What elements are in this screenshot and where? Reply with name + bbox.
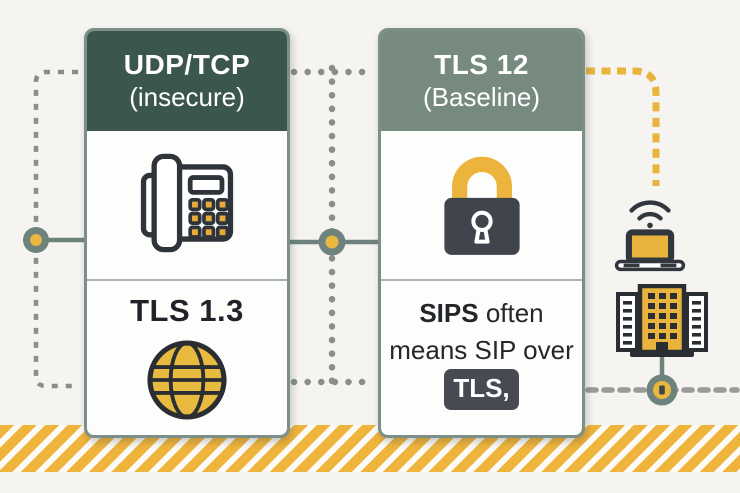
card-tls12-upper-section bbox=[381, 131, 582, 279]
card-udp-tcp-upper-section bbox=[87, 131, 287, 279]
yellow-dashed-elbow bbox=[586, 67, 660, 186]
left-dashed-path bbox=[33, 69, 78, 389]
card-tls12-title: TLS 12 bbox=[434, 49, 529, 80]
globe-icon bbox=[144, 337, 230, 428]
card-tls12-subtitle: (Baseline) bbox=[422, 82, 541, 112]
lock-node bbox=[646, 374, 678, 406]
card-udp-tcp-divider bbox=[87, 279, 287, 281]
middle-node bbox=[318, 228, 346, 256]
sips-text-rest: often means SIP over bbox=[389, 298, 574, 365]
tls-badge: TLS, bbox=[444, 369, 519, 410]
sips-text: SIPS often means SIP over TLS, bbox=[389, 295, 575, 410]
tls13-label: TLS 1.3 bbox=[130, 293, 244, 328]
left-node bbox=[23, 227, 49, 253]
desk-phone-icon bbox=[128, 150, 246, 261]
card-udp-tcp-header: UDP/TCP (insecure) bbox=[87, 31, 287, 131]
padlock-icon bbox=[421, 142, 543, 269]
card-tls12-lower-section: SIPS often means SIP over TLS, bbox=[381, 281, 582, 435]
card-tls12: TLS 12 (Baseline) SIPS often means SIP o… bbox=[378, 28, 585, 438]
wifi-laptop-icon bbox=[606, 192, 694, 272]
card-udp-tcp-lower-section: TLS 1.3 bbox=[87, 281, 287, 435]
card-tls12-divider bbox=[381, 279, 582, 281]
card-udp-tcp-title: UDP/TCP bbox=[123, 49, 251, 80]
office-building-icon bbox=[612, 283, 712, 368]
card-tls12-header: TLS 12 (Baseline) bbox=[381, 31, 582, 131]
card-udp-tcp-subtitle: (insecure) bbox=[129, 82, 245, 112]
sips-text-lead: SIPS bbox=[419, 298, 479, 328]
card-udp-tcp: UDP/TCP (insecure) TLS 1.3 bbox=[84, 28, 290, 438]
